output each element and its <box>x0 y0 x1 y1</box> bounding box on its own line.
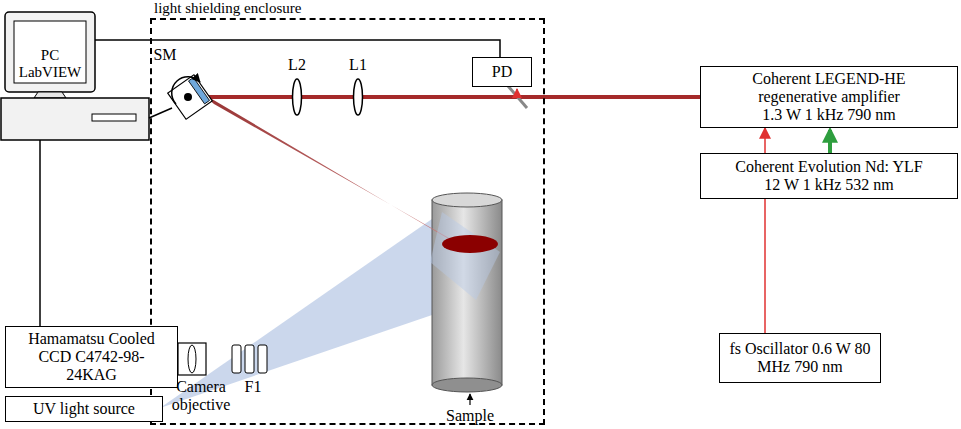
node-label: Coherent LEGEND-HE regenerative amplifie… <box>747 70 912 124</box>
part-name: F1 <box>240 378 266 396</box>
pickoff-beam <box>516 89 518 95</box>
connector <box>150 40 500 57</box>
beam-spot <box>442 235 498 253</box>
part-name: SM <box>150 46 180 64</box>
node-label: UV light source <box>33 400 135 418</box>
region-title: light shielding enclosure <box>154 0 301 17</box>
light-source-box: UV light source <box>5 396 163 422</box>
node-label: fs Oscillator 0.6 W 80 MHz 790 nm <box>725 340 875 376</box>
amplifier-box: Coherent LEGEND-HE regenerative amplifie… <box>700 66 958 128</box>
lens <box>354 79 363 115</box>
laser-beam <box>200 95 700 99</box>
scanning-mirror <box>168 75 213 120</box>
camera-box: Hamamatsu Cooled CCD C4742-98-24KAG <box>5 326 178 388</box>
filters <box>232 345 267 373</box>
connector <box>39 140 41 326</box>
part-name: L2 <box>284 56 310 74</box>
leader-line <box>469 394 470 405</box>
part-name: L1 <box>345 56 371 74</box>
node-label: PC LabVIEW <box>15 34 85 94</box>
enclosure-region: light shielding enclosurePD <box>150 18 545 425</box>
part-name: Camera objective <box>166 378 236 413</box>
oscillator-box: fs Oscillator 0.6 W 80 MHz 790 nm <box>719 333 881 383</box>
lens <box>293 79 302 115</box>
computer <box>1 12 172 140</box>
detector-box: PD <box>472 57 532 87</box>
pump-laser-box: Coherent Evolution Nd: YLF 12 W 1 kHz 53… <box>700 153 958 199</box>
connector <box>828 130 832 153</box>
part-name: Sample <box>440 407 500 425</box>
node-label: Coherent Evolution Nd: YLF 12 W 1 kHz 53… <box>732 158 927 194</box>
uv-cone-overlay <box>430 212 500 300</box>
beam-splitter <box>508 86 527 108</box>
camera-objective <box>178 343 206 375</box>
node-label: PD <box>492 63 512 81</box>
reflected-beam <box>200 92 470 250</box>
node-label: Hamamatsu Cooled CCD C4742-98-24KAG <box>22 330 162 384</box>
computer-node: PC LabVIEW <box>0 12 150 140</box>
